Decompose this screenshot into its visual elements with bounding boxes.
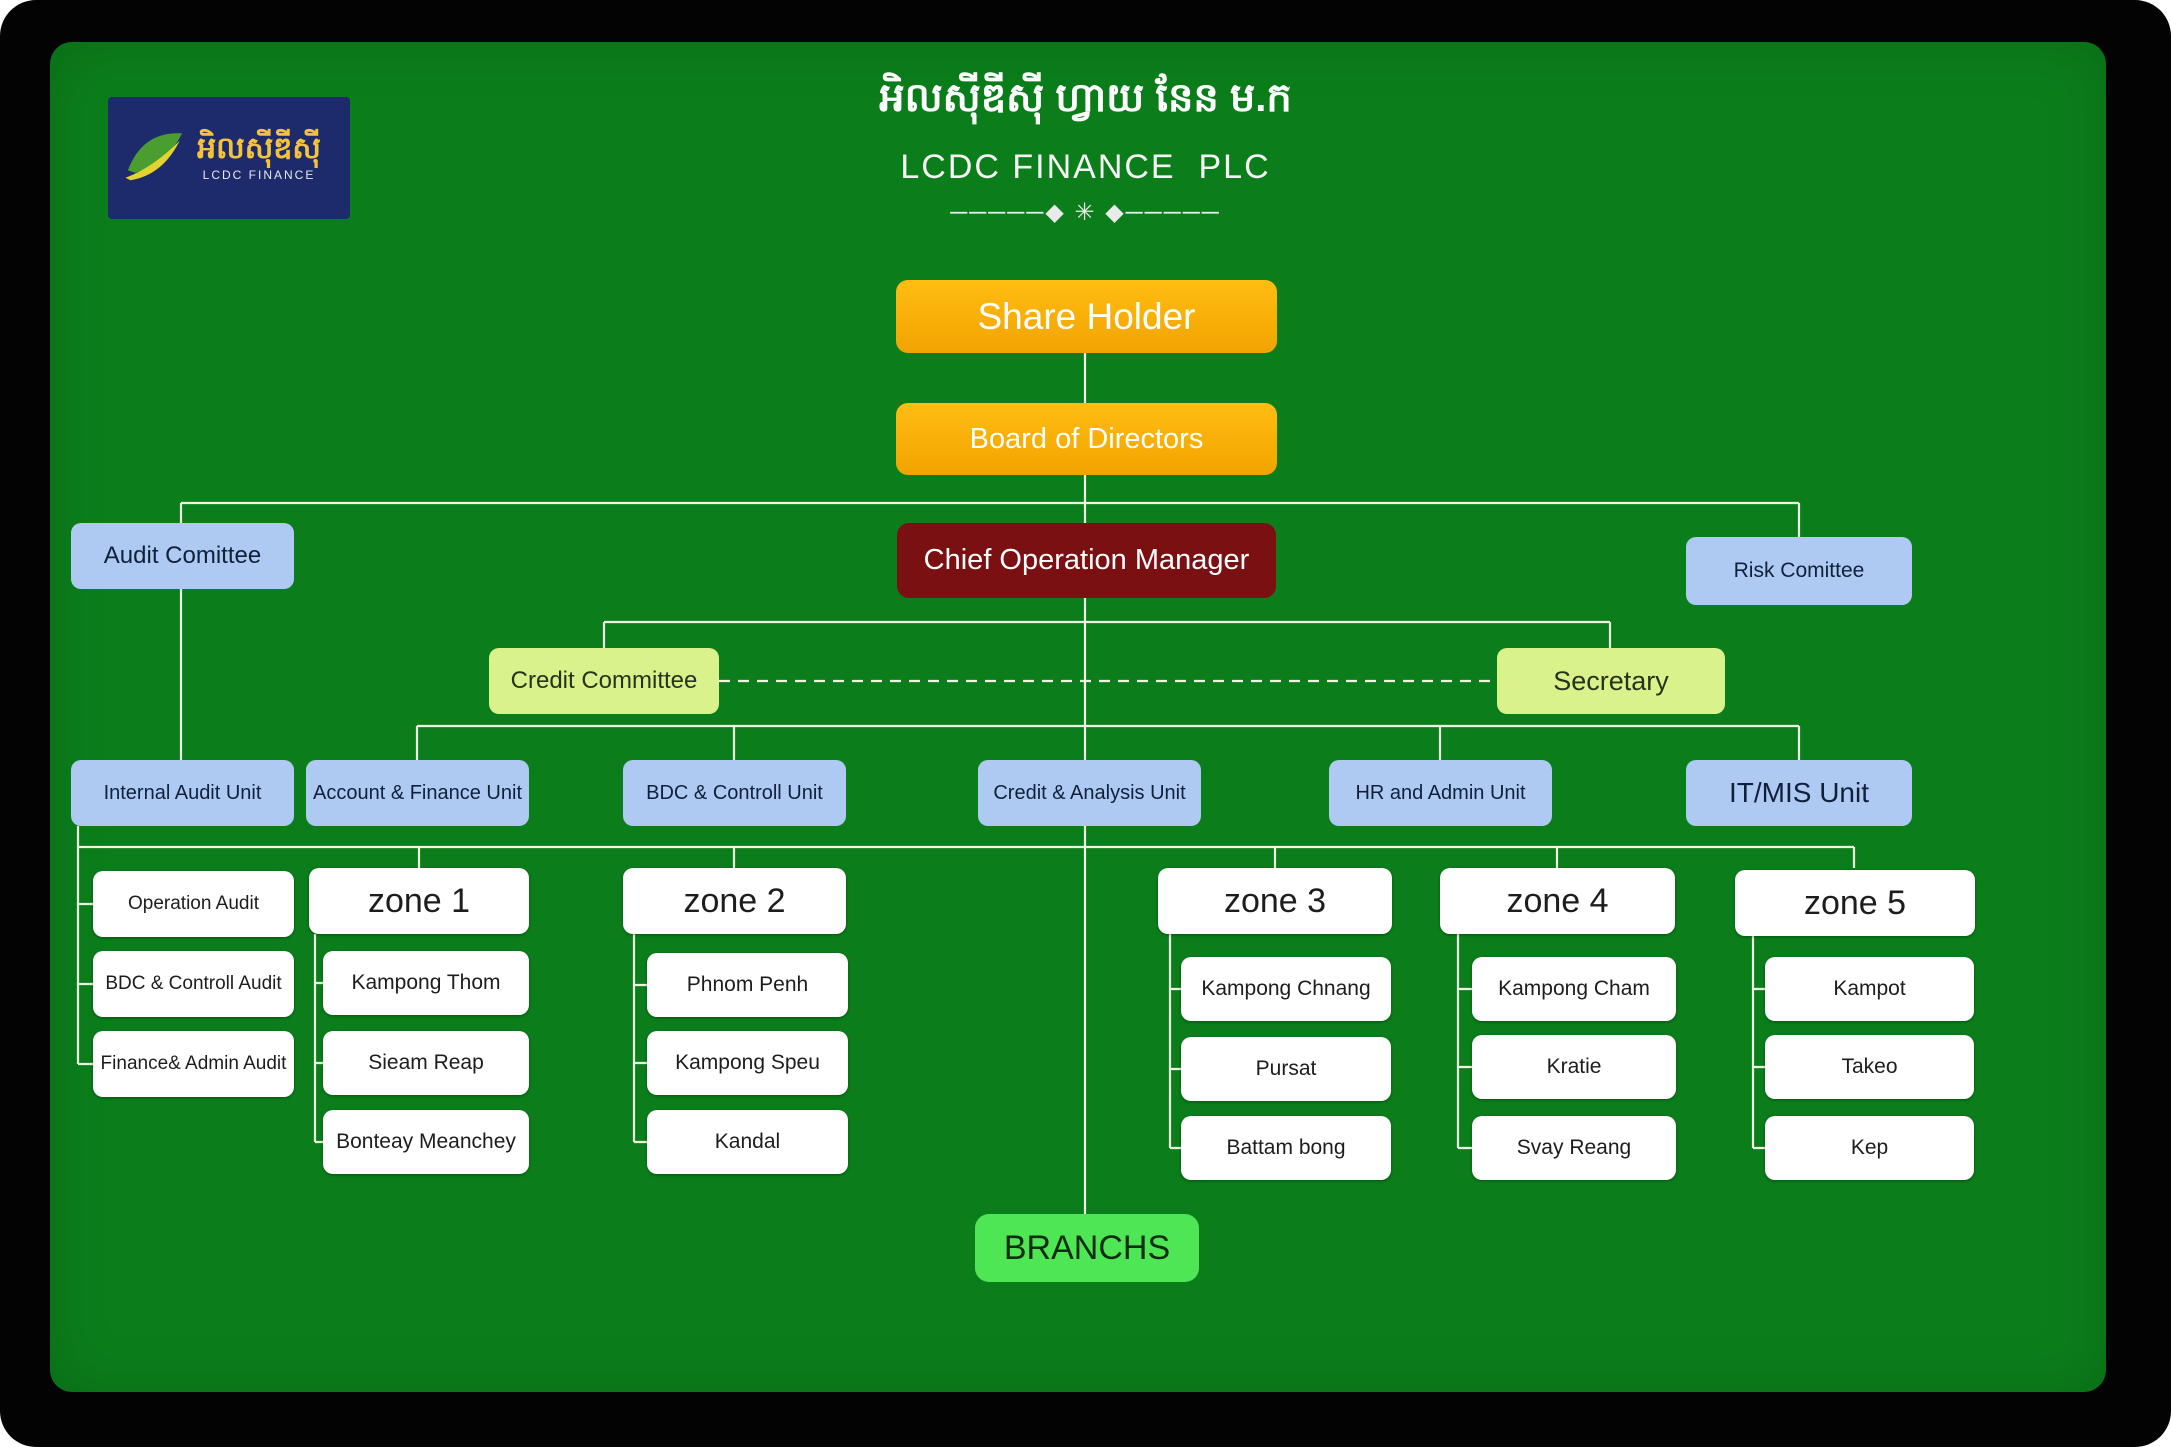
- node-secretary: Secretary: [1497, 648, 1725, 714]
- node-internal-audit-unit: Internal Audit Unit: [71, 760, 294, 826]
- node-phnom-penh: Phnom Penh: [647, 953, 848, 1017]
- logo-khmer-text: អិលស៊ីឌីស៊ី: [197, 132, 321, 165]
- node-bdc-controll-unit: BDC & Controll Unit: [623, 760, 846, 826]
- node-zone-3: zone 3: [1158, 868, 1392, 934]
- node-kep: Kep: [1765, 1116, 1974, 1180]
- node-kampong-speu: Kampong Speu: [647, 1031, 848, 1095]
- node-branchs: BRANCHS: [975, 1214, 1199, 1282]
- node-operation-audit: Operation Audit: [93, 871, 294, 937]
- lcdc-logo-text: អិលស៊ីឌីស៊ី LCDC FINANCE: [178, 132, 340, 183]
- chart-background-panel: [50, 42, 2106, 1392]
- node-battam-bong: Battam bong: [1181, 1116, 1391, 1180]
- node-bonteay-meanchey: Bonteay Meanchey: [323, 1110, 529, 1174]
- node-zone-5: zone 5: [1735, 870, 1975, 936]
- node-finance-admin-audit: Finance& Admin Audit: [93, 1031, 294, 1097]
- node-chief-operation-manager: Chief Operation Manager: [897, 523, 1276, 598]
- node-audit-committee: Audit Comittee: [71, 523, 294, 589]
- node-credit-committee: Credit Committee: [489, 648, 719, 714]
- node-zone-2: zone 2: [623, 868, 846, 934]
- node-board-of-directors: Board of Directors: [896, 403, 1277, 475]
- node-takeo: Takeo: [1765, 1035, 1974, 1099]
- node-svay-reang: Svay Reang: [1472, 1116, 1676, 1180]
- logo-subtext: LCDC FINANCE: [202, 168, 316, 182]
- node-kampong-cham: Kampong Cham: [1472, 957, 1676, 1021]
- ornament-divider: ─────◆ ✳ ◆─────: [950, 199, 1221, 226]
- node-account-finance-unit: Account & Finance Unit: [306, 760, 529, 826]
- node-kampong-chnang: Kampong Chnang: [1181, 957, 1391, 1021]
- lcdc-logo: អិលស៊ីឌីស៊ី LCDC FINANCE: [108, 97, 350, 219]
- company-title-khmer: អិលស៊ីឌីស៊ី ហ្វាយ នែន ម.ក: [879, 76, 1292, 120]
- node-kandal: Kandal: [647, 1110, 848, 1174]
- node-pursat: Pursat: [1181, 1037, 1391, 1101]
- node-kratie: Kratie: [1472, 1035, 1676, 1099]
- node-sieam-reap: Sieam Reap: [323, 1031, 529, 1095]
- node-kampong-thom: Kampong Thom: [323, 951, 529, 1015]
- lcdc-leaf-icon: [125, 133, 183, 181]
- node-zone-1: zone 1: [309, 868, 529, 934]
- node-credit-analysis-unit: Credit & Analysis Unit: [978, 760, 1201, 826]
- node-hr-admin-unit: HR and Admin Unit: [1329, 760, 1552, 826]
- node-bdc-controll-audit: BDC & Controll Audit: [93, 951, 294, 1017]
- node-zone-4: zone 4: [1440, 868, 1675, 934]
- node-risk-committee: Risk Comittee: [1686, 537, 1912, 605]
- node-share-holder: Share Holder: [896, 280, 1277, 353]
- node-kampot: Kampot: [1765, 957, 1974, 1021]
- company-title-english: LCDC FINANCE PLC: [900, 148, 1271, 186]
- node-itmis-unit: IT/MIS Unit: [1686, 760, 1912, 826]
